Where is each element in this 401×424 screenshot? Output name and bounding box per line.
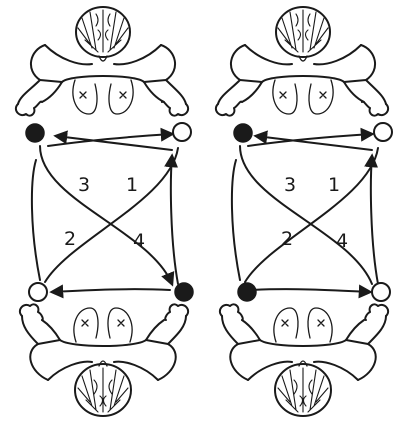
panel-left: 1 2 3 4	[16, 7, 193, 416]
ball-dark-bottom-left	[238, 283, 256, 301]
throw-label-1: 1	[126, 174, 138, 196]
throw-label-3: 3	[284, 174, 296, 196]
throw-path-4	[171, 156, 178, 284]
bottom-juggler-figure	[20, 304, 188, 416]
throw-label-4: 4	[133, 230, 145, 252]
ball-light-bottom-left	[29, 283, 47, 301]
ball-light-bottom-right	[372, 283, 390, 301]
throw-arrow-to-bottom-left	[52, 289, 170, 292]
bottom-juggler-figure	[220, 304, 388, 416]
panel-right: 1 2 3 4	[216, 7, 392, 416]
throw-path-2	[232, 160, 240, 280]
ball-light-top-right	[173, 123, 191, 141]
throw-label-2: 2	[64, 228, 76, 250]
throw-path-4	[371, 156, 378, 284]
ball-dark-top-left	[26, 124, 44, 142]
throw-arrow-to-top-right	[48, 134, 172, 146]
throw-label-2: 2	[281, 228, 293, 250]
top-juggler-figure	[216, 7, 388, 116]
throw-label-3: 3	[78, 174, 90, 196]
throw-label-1: 1	[328, 174, 340, 196]
top-juggler-figure	[16, 7, 188, 116]
ball-light-top-right	[374, 123, 392, 141]
throw-path-3	[32, 160, 40, 280]
throw-arrow-to-bottom-right	[252, 289, 370, 292]
throw-arrow-to-top-right	[248, 134, 372, 146]
throw-label-4: 4	[336, 230, 348, 252]
ball-dark-top-left	[234, 124, 252, 142]
ball-dark-bottom-right	[175, 283, 193, 301]
